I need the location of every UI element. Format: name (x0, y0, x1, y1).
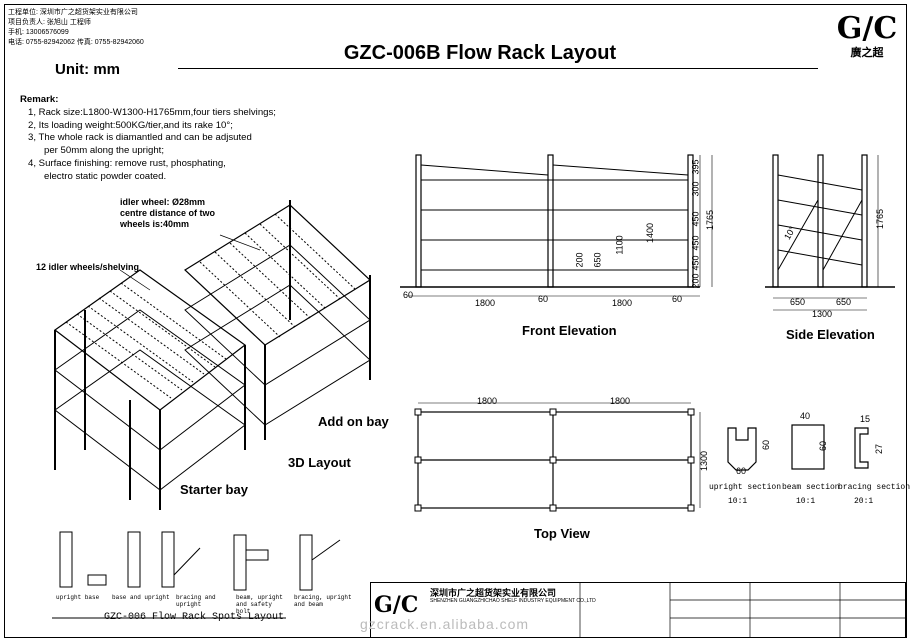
spot-caption: base and upright (112, 594, 170, 601)
idler-wheel-note-line: centre distance of two (120, 208, 216, 218)
remark-item: 1, Rack size:L1800-W1300-H1765mm,four ti… (28, 106, 276, 118)
front-dim: 300 (690, 181, 701, 197)
company-line: 工程单位: 深圳市广之超货架实业有限公司 (8, 9, 138, 16)
front-elevation-drawing (400, 154, 713, 297)
section-label: bracing section (838, 483, 911, 492)
spot-caption: bracing and upright (176, 594, 216, 608)
front-dim: 450 (690, 255, 701, 271)
section-dim: 60 (736, 466, 747, 476)
idler-wheel-note-line: idler wheel: Ø28mm (120, 197, 206, 207)
idler-per-shelf-note: 12 idler wheels/shelving (36, 262, 140, 272)
brand-logo: G/C 廣之超 (828, 8, 906, 66)
side-dim: 650 (790, 297, 806, 307)
top-dim: 1800 (610, 396, 631, 406)
section-dim: 60 (761, 439, 772, 451)
side-dim: 650 (836, 297, 852, 307)
section-scale: 20:1 (854, 497, 874, 506)
front-dim: 1765 (705, 209, 716, 231)
spots-drawings (52, 531, 341, 619)
section-dim: 15 (860, 414, 871, 424)
section-dim: 27 (874, 443, 885, 455)
front-dim: 1400 (645, 222, 656, 244)
front-dim: 650 (592, 252, 603, 268)
watermark: gzcrack.en.alibaba.com (360, 616, 530, 632)
spot-caption: beam, upright and safety bolt (236, 594, 283, 615)
front-dim: 200 (574, 252, 585, 268)
section-profiles (727, 424, 869, 471)
title-underline (178, 68, 818, 69)
remark-item: per 50mm along the upright; (44, 145, 164, 157)
front-dim: 1100 (614, 235, 625, 255)
front-dim: 200 (690, 273, 701, 289)
front-dim: 450 (690, 235, 701, 251)
company-line: 手机: 13006576099 (8, 29, 69, 36)
section-label: beam section (782, 483, 840, 492)
top-view-label: Top View (534, 526, 590, 541)
title-block-company-en: SHENZHEN GUANGZHICHAO SHELF INDUSTRY EQU… (430, 598, 596, 604)
idler-wheel-note-line: wheels is:40mm (120, 219, 190, 229)
page-title: GZC-006B Flow Rack Layout (343, 42, 617, 64)
top-dim: 1800 (477, 396, 498, 406)
spot-caption: upright base (56, 594, 100, 601)
remark-item: electro static powder coated. (44, 170, 167, 182)
company-info: 工程单位: 深圳市广之超货架实业有限公司 项目负责人: 张旭山 工程师 手机: … (8, 8, 144, 48)
front-dim: 1800 (475, 298, 496, 308)
front-dim: 450 (690, 211, 701, 227)
rack-3d-add-on-bay (184, 200, 371, 440)
front-dim: 60 (538, 294, 549, 304)
idler-wheel-note: idler wheel: Ø28mm centre distance of tw… (120, 197, 215, 230)
remark-item: 2, Its loading weight:500KG/tier,and its… (28, 119, 233, 131)
section-label: upright section (709, 483, 782, 492)
remark-heading: Remark: (20, 94, 59, 105)
side-dim: 1300 (812, 309, 833, 319)
company-line: 电话: 0755-82942062 传真: 0755-82942060 (8, 39, 144, 46)
front-dim: 1800 (612, 298, 633, 308)
spot-caption: bracing, upright and beam (294, 594, 352, 608)
top-dim: 1300 (699, 450, 710, 472)
starter-bay-label: Starter bay (180, 482, 248, 497)
unit-label: Unit: mm (55, 61, 120, 78)
logo-chinese: 廣之超 (850, 47, 884, 59)
front-elevation-label: Front Elevation (522, 323, 617, 338)
section-scale: 10:1 (796, 497, 816, 506)
front-dim: 60 (672, 294, 683, 304)
remark-block: Remark: 1, Rack size:L1800-W1300-H1765mm… (20, 94, 276, 184)
layout-3d-label: 3D Layout (288, 455, 351, 470)
title-block (370, 582, 906, 638)
add-on-bay-label: Add on bay (318, 414, 389, 429)
front-dim: 60 (403, 290, 414, 300)
remark-item: 3, The whole rack is diamantled and can … (28, 132, 252, 144)
section-dim: 40 (800, 411, 811, 421)
title-block-logo: G/C (374, 592, 419, 618)
side-dim: 1765 (875, 208, 886, 230)
side-elevation-drawing (765, 154, 895, 311)
front-dim: 395 (690, 159, 701, 175)
section-scale: 10:1 (728, 497, 748, 506)
title-block-grid (579, 582, 906, 638)
remark-item: 4, Surface finishing: remove rust, phosp… (28, 157, 226, 169)
section-dim: 60 (818, 440, 829, 452)
logo-mark: G/C (836, 11, 898, 46)
top-view-drawing (414, 402, 701, 512)
spots-title: GZC-006 Flow Rack Spots Layout (104, 612, 285, 623)
rack-3d-starter-bay (53, 269, 247, 510)
company-line: 项目负责人: 张旭山 工程师 (8, 19, 91, 26)
side-elevation-label: Side Elevation (786, 327, 875, 342)
title-block-company-cn: 深圳市广之超货架实业有限公司 (430, 588, 557, 598)
